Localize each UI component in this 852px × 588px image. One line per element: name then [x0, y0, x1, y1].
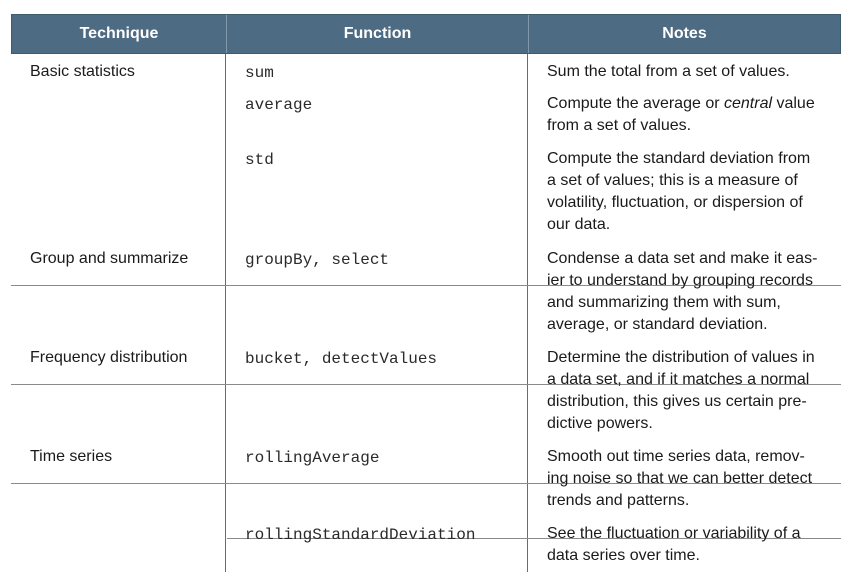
header-function: Function: [343, 25, 412, 42]
notes-line: distribution, this gives us certain pre-: [547, 393, 807, 410]
sub-row-separator: [227, 538, 841, 539]
notes-line: data series over time.: [547, 547, 700, 564]
column-divider: [527, 54, 528, 572]
notes-cell: Compute the average or central value fro…: [547, 93, 837, 137]
notes-line: Compute the standard deviation from: [547, 150, 811, 167]
technique-cell: Group and summarize: [30, 250, 189, 267]
function-cell: sum: [245, 64, 274, 82]
notes-line: Compute the average or central value: [547, 93, 837, 115]
row-separator: [11, 285, 841, 286]
function-cell: groupBy, select: [245, 251, 390, 269]
notes-line: ing noise so that we can better detect: [547, 470, 813, 487]
notes-text: value: [772, 95, 815, 112]
header-notes: Notes: [662, 25, 707, 42]
notes-line: a data set, and if it matches a normal: [547, 371, 810, 388]
header-technique: Technique: [79, 25, 159, 42]
notes-line: See the fluctuation or variability of a: [547, 525, 801, 542]
technique-cell: Basic statistics: [30, 63, 135, 80]
notes-line: and summarizing them with sum,: [547, 294, 781, 311]
function-cell: bucket, detectValues: [245, 350, 438, 368]
row-separator: [11, 483, 841, 484]
notes-text: Compute the average or: [547, 95, 724, 112]
table-body: Basic statistics sum Sum the total from …: [11, 54, 841, 574]
function-cell: rollingAverage: [245, 449, 380, 467]
function-cell: std: [245, 151, 274, 169]
notes-cell: Determine the distribution of values in …: [547, 347, 837, 435]
function-cell: rollingStandardDeviation: [245, 526, 476, 544]
notes-line: volatility, fluctuation, or dispersion o…: [547, 194, 803, 211]
notes-cell: See the fluctuation or variability of a …: [547, 523, 837, 567]
notes-cell: Smooth out time series data, remov- ing …: [547, 446, 837, 512]
notes-line: dictive powers.: [547, 415, 653, 432]
technique-cell: Time series: [30, 448, 113, 465]
notes-line: Condense a data set and make it eas-: [547, 250, 818, 267]
techniques-table: Technique Function Notes Basic statistic…: [11, 14, 841, 574]
function-cell: average: [245, 96, 313, 114]
header-divider: [528, 15, 529, 53]
header-divider: [226, 15, 227, 53]
notes-line: trends and patterns.: [547, 492, 690, 509]
notes-line: ier to understand by grouping records: [547, 272, 813, 289]
notes-cell: Sum the total from a set of values.: [547, 61, 837, 83]
column-divider: [225, 54, 226, 572]
notes-line: a set of values; this is a measure of: [547, 172, 798, 189]
notes-line: Sum the total from a set of values.: [547, 63, 790, 80]
notes-cell: Compute the standard deviation from a se…: [547, 148, 837, 236]
technique-cell: Frequency distribution: [30, 349, 188, 366]
notes-line: from a set of values.: [547, 117, 692, 134]
notes-line: our data.: [547, 216, 611, 233]
row-separator: [11, 384, 841, 385]
notes-line: average, or standard deviation.: [547, 316, 768, 333]
table-header: Technique Function Notes: [11, 14, 841, 54]
notes-cell: Condense a data set and make it eas- ier…: [547, 248, 837, 336]
notes-line: Determine the distribution of values in: [547, 349, 815, 366]
notes-line: Smooth out time series data, remov-: [547, 448, 805, 465]
notes-emphasis: central: [724, 95, 773, 112]
